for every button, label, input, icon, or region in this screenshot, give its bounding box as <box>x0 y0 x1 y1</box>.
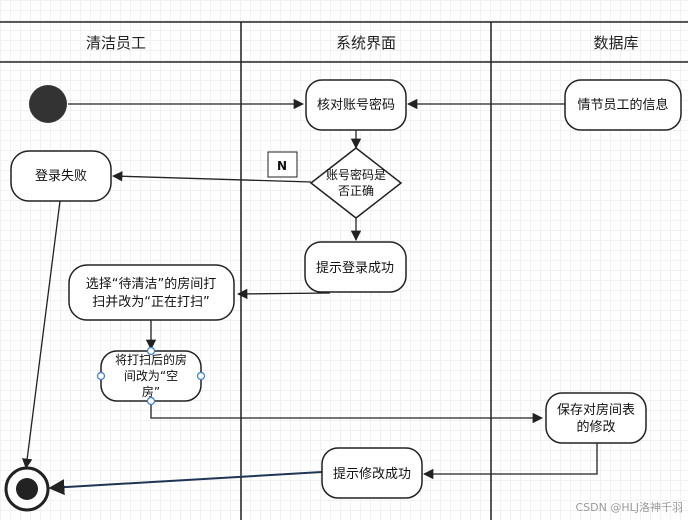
edge-loginok-select <box>236 288 331 300</box>
svg-text:的修改: 的修改 <box>576 419 615 435</box>
node-decision-credentials-correct: 账号密码是 否正确 <box>309 147 403 219</box>
svg-text:账号密码是: 账号密码是 <box>326 167 386 182</box>
svg-text:核对账号密码: 核对账号密码 <box>317 97 395 113</box>
svg-text:登录失败: 登录失败 <box>35 169 87 184</box>
node-employee-info: 情节员工的信息 <box>564 79 682 131</box>
handle-bottom <box>146 396 156 406</box>
svg-text:否正确: 否正确 <box>338 184 374 198</box>
node-login-failed: 登录失败 <box>10 150 112 202</box>
edge-save-modifyok <box>422 443 598 480</box>
handle-top <box>146 346 156 356</box>
edge-markempty-save <box>150 401 544 424</box>
svg-text:将打扫后的房: 将打扫后的房 <box>115 352 187 367</box>
edge-loginfail-end <box>22 200 61 470</box>
edges <box>22 98 598 496</box>
start-node <box>29 85 67 123</box>
handle-left <box>96 371 106 381</box>
svg-text:提示修改成功: 提示修改成功 <box>333 466 411 482</box>
selection-handles[interactable] <box>96 346 206 406</box>
node-mark-room-empty[interactable]: 将打扫后的房 间改为“空 房” <box>96 346 206 406</box>
svg-text:N: N <box>277 159 287 173</box>
label-no-branch: N <box>267 151 298 178</box>
edge-modifyok-end <box>48 471 323 496</box>
node-modify-success: 提示修改成功 <box>321 447 423 499</box>
svg-text:选择“待清洁”的房间打: 选择“待清洁”的房间打 <box>86 276 216 292</box>
svg-text:情节员工的信息: 情节员工的信息 <box>577 97 668 113</box>
handle-right <box>196 371 206 381</box>
lane-header-system: 系统界面 <box>336 34 396 52</box>
end-node <box>4 466 50 512</box>
node-verify-credentials: 核对账号密码 <box>305 79 407 131</box>
svg-text:提示登录成功: 提示登录成功 <box>316 260 394 276</box>
lane-header-database: 数据库 <box>593 34 638 52</box>
node-select-room: 选择“待清洁”的房间打 扫并改为“正在打扫” <box>68 264 235 321</box>
watermark: CSDN @HLJ洛神千羽 <box>575 500 683 514</box>
svg-text:房”: 房” <box>142 384 160 399</box>
svg-text:间改为“空: 间改为“空 <box>124 369 178 383</box>
lane-header-cleaner: 清洁员工 <box>86 34 146 52</box>
edge-decision-loginfail <box>111 171 312 183</box>
node-save-room-table: 保存对房间表 的修改 <box>545 392 647 444</box>
svg-text:保存对房间表: 保存对房间表 <box>557 402 635 418</box>
swimlane-frame <box>0 21 688 520</box>
svg-text:扫并改为“正在打扫”: 扫并改为“正在打扫” <box>92 295 209 310</box>
node-login-success: 提示登录成功 <box>304 241 407 293</box>
